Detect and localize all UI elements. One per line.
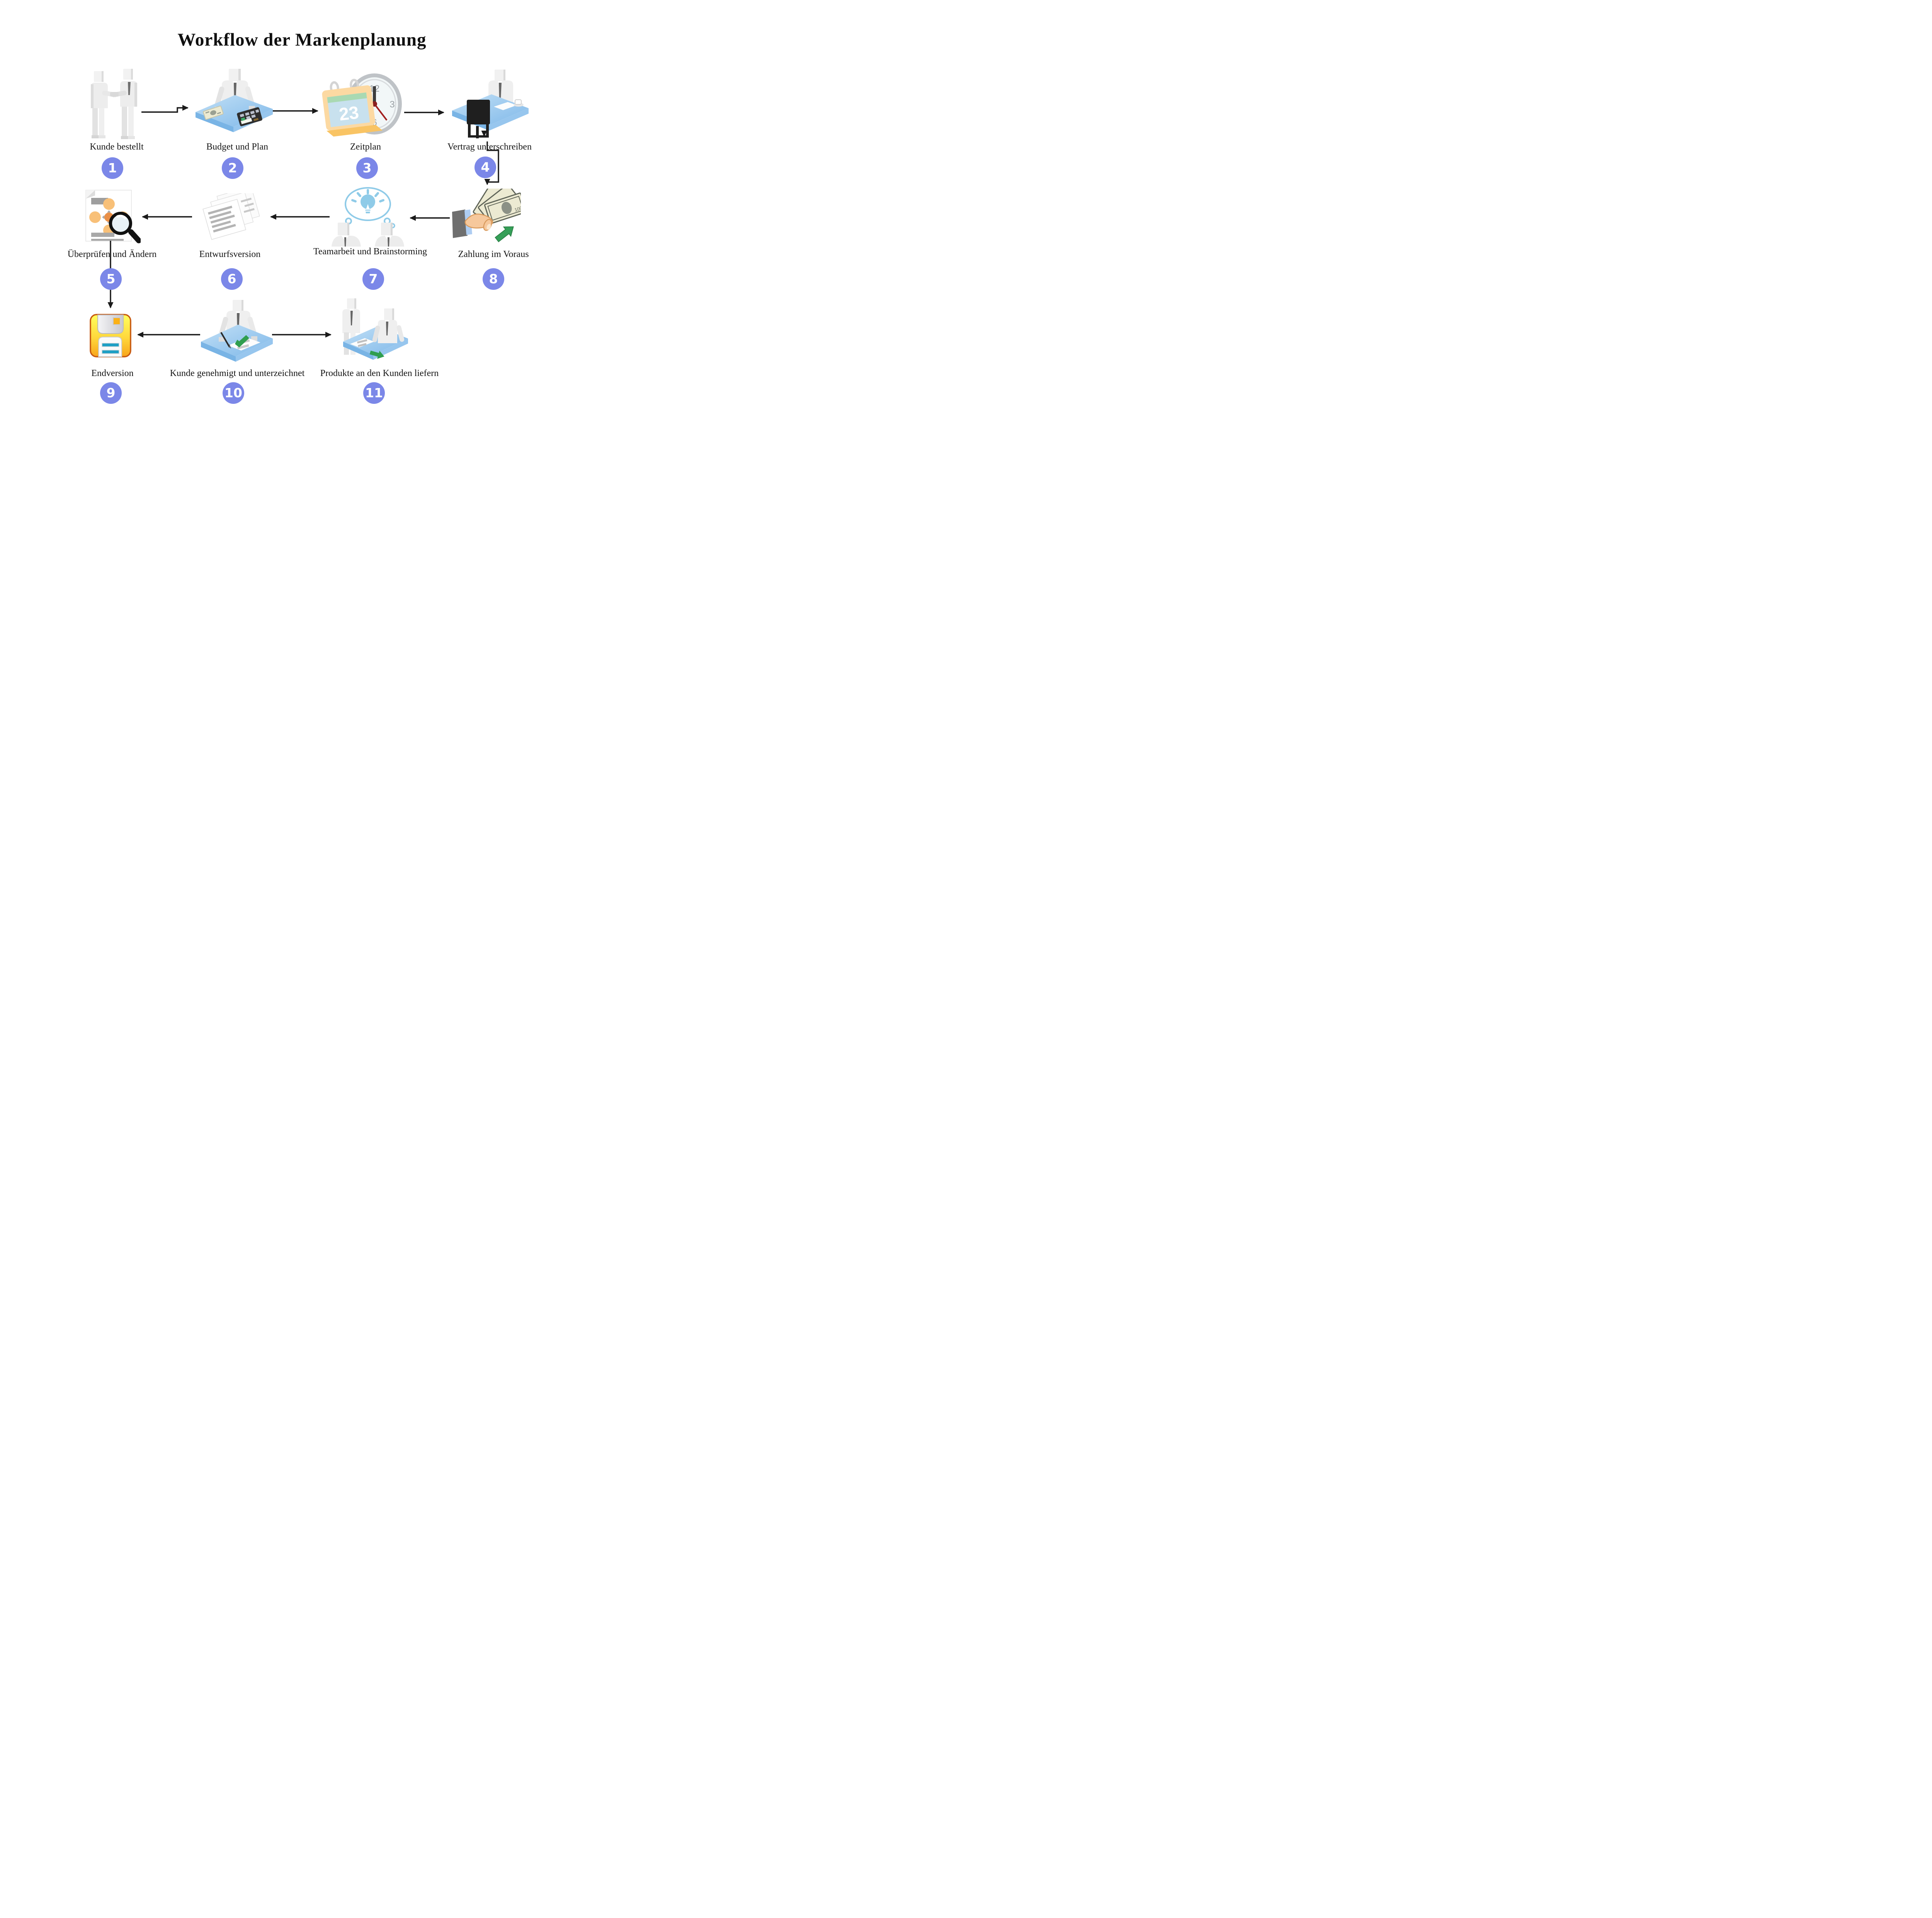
step-label: Endversion bbox=[91, 368, 134, 378]
svg-text:3: 3 bbox=[389, 99, 395, 110]
client-figure bbox=[372, 308, 405, 343]
floppy-disk-icon bbox=[90, 314, 131, 357]
step-number-badge: 7 bbox=[362, 268, 384, 290]
arrow-1-2 bbox=[141, 105, 189, 113]
workflow-diagram: Workflow der Markenplanung bbox=[0, 0, 604, 427]
review-magnifier-icon bbox=[85, 190, 141, 243]
step-label: Zeitplan bbox=[350, 142, 381, 152]
team-member-left bbox=[332, 223, 361, 247]
step-label: Vertrag unterschreiben bbox=[447, 142, 532, 152]
step-number-badge: 2 bbox=[222, 157, 243, 179]
step-number-badge: 4 bbox=[474, 157, 496, 178]
step-number-badge: 8 bbox=[483, 268, 504, 290]
handshake-icon bbox=[91, 69, 137, 139]
step-label: Kunde bestellt bbox=[90, 142, 144, 152]
step-number-badge: 5 bbox=[100, 268, 122, 290]
step-label: Überprüfen und Ändern bbox=[67, 249, 157, 259]
payment-hand-icon: 100 bbox=[452, 189, 521, 242]
step-number-badge: 1 bbox=[102, 157, 123, 179]
step-label: Budget und Plan bbox=[206, 142, 268, 152]
step-label: Teamarbeit und Brainstorming bbox=[313, 247, 427, 257]
budget-desk-icon bbox=[196, 69, 273, 132]
approve-sign-icon bbox=[201, 300, 273, 362]
step-label: Produkte an den Kunden liefern bbox=[320, 368, 439, 378]
step-number-badge: 9 bbox=[100, 382, 122, 404]
calendar-clock-icon: 12 3 6 9 23 bbox=[322, 73, 402, 137]
step-label: Entwurfsversion bbox=[199, 249, 261, 259]
step-label: Kunde genehmigt und unterzeichnet bbox=[170, 368, 305, 378]
step-number-badge: 3 bbox=[356, 157, 378, 179]
desk-calendar: 23 bbox=[322, 78, 383, 137]
step-label: Zahlung im Voraus bbox=[458, 249, 529, 259]
step-number-badge: 6 bbox=[221, 268, 243, 290]
draft-pages-icon bbox=[202, 193, 260, 240]
page-title: Workflow der Markenplanung bbox=[177, 30, 427, 50]
step-number-badge: 10 bbox=[223, 382, 244, 404]
brainstorm-bulb-icon bbox=[332, 187, 404, 247]
deliver-products-icon bbox=[342, 298, 408, 360]
calendar-day: 23 bbox=[338, 102, 360, 124]
step-number-badge: 11 bbox=[363, 382, 385, 404]
team-member-right bbox=[375, 223, 404, 247]
contract-signing-icon bbox=[452, 70, 529, 138]
bill-denomination: 100 bbox=[514, 205, 521, 213]
